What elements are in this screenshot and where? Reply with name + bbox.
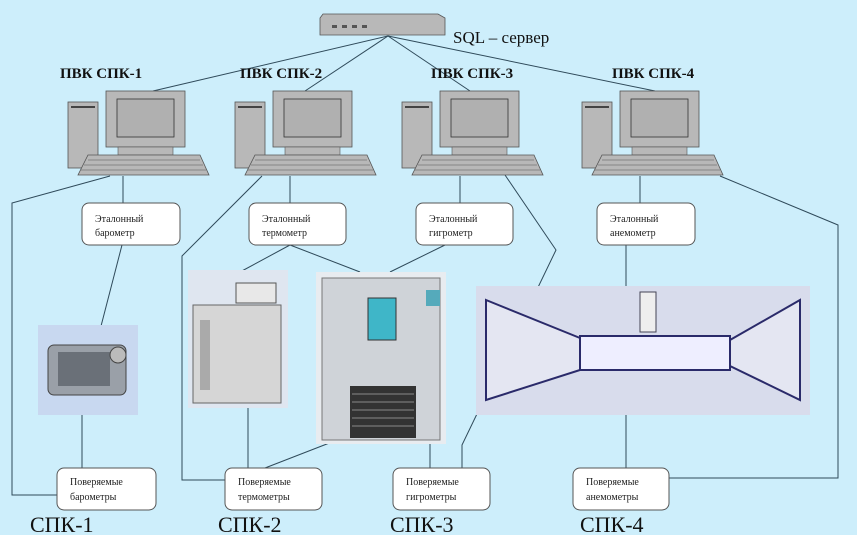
tested-instruments-box-4: Поверяемые анемометры [572, 467, 670, 511]
reference-instrument-box-2: Эталонный термометр [248, 202, 347, 246]
station-name-4: СПК-4 [580, 512, 644, 535]
tested-instruments-box-1: Поверяемые барометры [56, 467, 157, 511]
svg-text:анемометры: анемометры [586, 492, 639, 503]
reference-instrument-box-1: Эталонный барометр [81, 202, 181, 246]
pc-label-4: ПВК СПК-4 [612, 66, 695, 82]
wind-tunnel-image [476, 286, 810, 415]
reference-instrument-box-4: Эталонный анемометр [596, 202, 696, 246]
connection-lines [11, 35, 839, 496]
svg-text:Поверяемые: Поверяемые [406, 477, 459, 488]
svg-text:термометры: термометры [238, 492, 290, 503]
server-label: SQL – сервер [453, 28, 549, 47]
svg-text:Поверяемые: Поверяемые [238, 477, 291, 488]
computer-icon [401, 90, 544, 176]
svg-text:Поверяемые: Поверяемые [586, 477, 639, 488]
pc-label-1: ПВК СПК-1 [60, 66, 142, 82]
tested-instruments-box-2: Поверяемые термометры [224, 467, 323, 511]
reference-instrument-box-3: Эталонный гигрометр [415, 202, 514, 246]
svg-text:барометры: барометры [70, 492, 117, 503]
computer-icon [234, 90, 377, 176]
computer-icon [67, 90, 210, 176]
climate-chamber-image [316, 272, 446, 444]
svg-text:Поверяемые: Поверяемые [70, 477, 123, 488]
pc-label-3: ПВК СПК-3 [431, 66, 513, 82]
tested-instruments-box-3: Поверяемые гигрометры [392, 467, 491, 511]
computer-icon [581, 90, 724, 176]
svg-text:Эталонный: Эталонный [95, 214, 144, 225]
sql-server-icon [319, 13, 446, 36]
pc-label-2: ПВК СПК-2 [240, 66, 322, 82]
station-name-2: СПК-2 [218, 512, 282, 535]
svg-text:Эталонный: Эталонный [429, 214, 478, 225]
svg-text:гигрометр: гигрометр [429, 228, 473, 239]
station-name-1: СПК-1 [30, 512, 94, 535]
svg-text:Эталонный: Эталонный [262, 214, 311, 225]
svg-text:Эталонный: Эталонный [610, 214, 659, 225]
svg-text:барометр: барометр [95, 228, 135, 239]
barometer-chamber-image [38, 325, 138, 415]
svg-text:термометр: термометр [262, 228, 307, 239]
svg-text:анемометр: анемометр [610, 228, 656, 239]
thermostat-bath-image [188, 270, 288, 408]
station-name-3: СПК-3 [390, 512, 454, 535]
svg-text:гигрометры: гигрометры [406, 492, 457, 503]
